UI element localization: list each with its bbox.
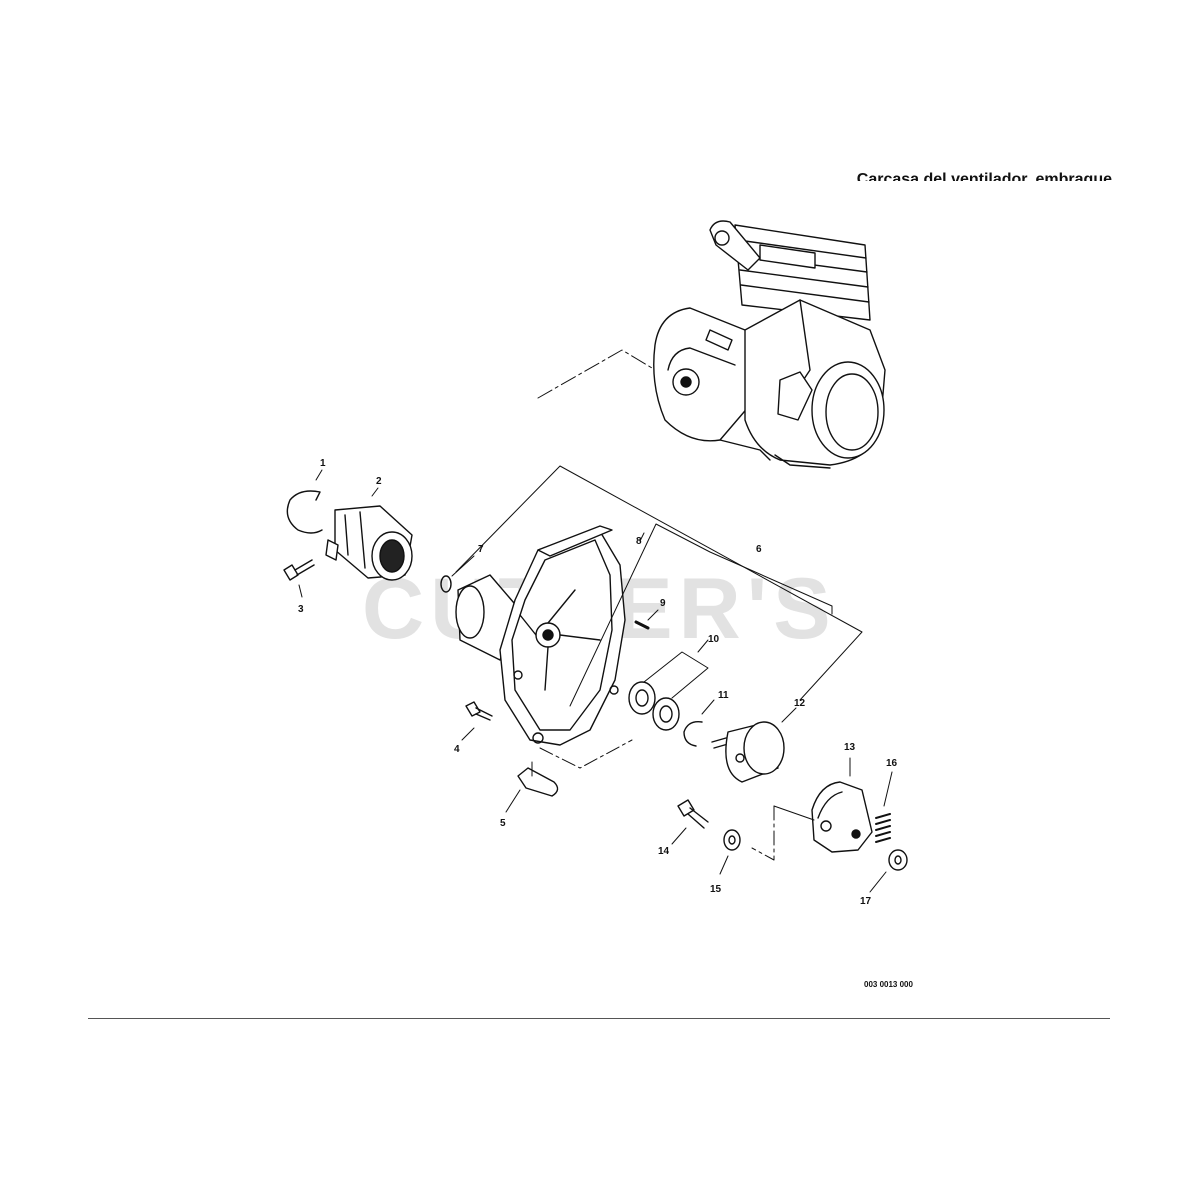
clip-part-5 [505, 761, 559, 813]
callout-3: 3 [298, 604, 304, 615]
fan-housing-part-8 [455, 525, 626, 746]
callout-6: 6 [756, 544, 762, 555]
leader-group-6 [455, 465, 863, 701]
bolt-part-14 [671, 799, 709, 845]
callout-16: 16 [886, 758, 898, 769]
callout-12: 12 [794, 698, 806, 709]
drawing-code: 003 0013 000 [864, 980, 913, 989]
clutch-drum-part-12 [711, 707, 797, 783]
callout-13: 13 [844, 742, 856, 753]
pin-part-9 [634, 620, 650, 630]
coupling-part-2 [325, 487, 413, 581]
callout-10: 10 [708, 634, 720, 645]
callout-4: 4 [454, 744, 460, 755]
screw-part-3 [283, 559, 315, 598]
bolt-part-4 [461, 701, 493, 741]
callout-8: 8 [636, 536, 642, 547]
callout-17: 17 [860, 896, 872, 907]
callout-5: 5 [500, 818, 506, 829]
page-title: Carcasa del ventilador, embrague [856, 171, 1112, 181]
ring-part-7 [440, 575, 452, 593]
callout-1: 1 [320, 458, 326, 469]
washer-part-15 [719, 829, 741, 875]
circlip-part-1 [286, 490, 323, 534]
washer-part-17 [869, 849, 908, 893]
circlip-part-11 [683, 721, 703, 747]
bearings-part-10 [628, 639, 709, 731]
callout-2: 2 [376, 476, 382, 487]
callout-11: 11 [718, 690, 729, 701]
callout-14: 14 [658, 846, 670, 857]
engine-assembly [537, 220, 886, 469]
clutch-shoes-part-13 [811, 757, 873, 853]
footer-rule [88, 1018, 1110, 1019]
leader-group-8 [569, 523, 833, 707]
callout-7: 7 [478, 544, 484, 555]
callout-15: 15 [710, 884, 722, 895]
spring-part-16 [875, 771, 893, 843]
callout-9: 9 [660, 598, 666, 609]
